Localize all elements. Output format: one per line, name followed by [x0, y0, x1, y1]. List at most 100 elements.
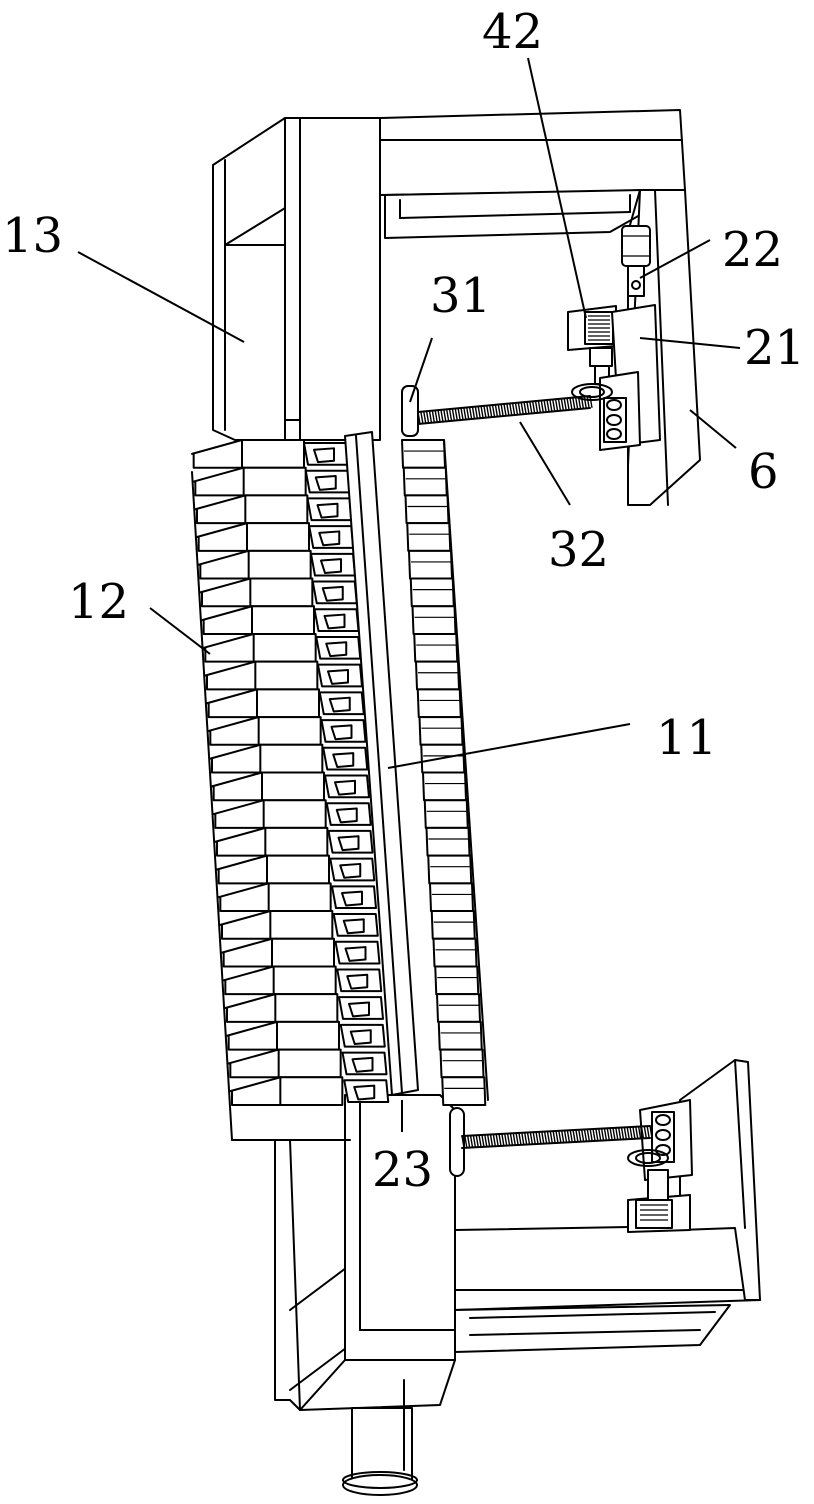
screw-thread	[420, 411, 424, 424]
screw-thread	[425, 411, 430, 424]
plate-tab-hole	[348, 1001, 370, 1018]
plate-tab-hole	[316, 502, 339, 519]
right-filter-plate	[422, 771, 467, 802]
screw-thread	[471, 406, 476, 419]
right-filter-plate	[439, 1048, 485, 1079]
reference-numerals: 42 22 13 31 21 6 32 12 11 23	[2, 4, 805, 1198]
screw-thread	[586, 1129, 591, 1142]
screw-thread	[563, 1130, 568, 1143]
screw-thread	[526, 1132, 531, 1145]
screw-thread	[504, 1133, 508, 1146]
right-filter-plate	[432, 937, 478, 968]
screw-thread	[577, 396, 582, 409]
screw-thread	[598, 1128, 602, 1141]
screw-thread	[501, 1133, 505, 1146]
screw-thread	[497, 404, 501, 417]
label-23: 23	[372, 1142, 433, 1198]
label-22: 22	[722, 222, 783, 278]
screw-thread	[543, 1131, 548, 1144]
screw-thread	[537, 400, 542, 413]
right-filter-plate	[436, 993, 481, 1023]
screw-thread	[478, 1134, 482, 1148]
screw-thread	[617, 1127, 622, 1140]
screw-thread	[475, 1135, 479, 1148]
screw-thread	[595, 1128, 599, 1141]
screw-thread	[535, 1131, 539, 1145]
right-filter-plate	[427, 854, 473, 885]
left-filter-plate	[196, 522, 310, 552]
screw-thread	[437, 410, 441, 423]
plate-tab-hole	[349, 1029, 372, 1046]
screw-thread	[609, 1128, 613, 1141]
left-filter-plate	[209, 743, 324, 774]
plate-tab-hole	[351, 1056, 374, 1073]
screw-thread	[454, 408, 458, 421]
screw-thread	[637, 1126, 642, 1139]
screw-thread	[434, 410, 438, 423]
right-filter-plate	[413, 632, 459, 663]
right-filter-plate	[430, 910, 476, 940]
screw-thread	[474, 406, 479, 419]
right-filter-plate	[406, 522, 452, 552]
screw-thread	[558, 1130, 562, 1143]
screw-thread	[575, 1129, 579, 1142]
filter-plate-stack	[191, 439, 489, 1141]
label-6: 6	[748, 444, 779, 500]
screw-thread	[552, 399, 556, 412]
right-filter-plate	[404, 494, 450, 525]
screw-thread	[491, 404, 496, 417]
label-42: 42	[482, 4, 543, 60]
upper-frame	[212, 109, 701, 506]
label-21: 21	[744, 320, 805, 376]
label-31: 31	[430, 268, 491, 324]
screw-thread	[451, 408, 456, 421]
screw-thread	[561, 1130, 565, 1143]
screw-thread	[509, 1133, 514, 1146]
screw-thread	[503, 403, 507, 416]
left-filter-plate	[224, 993, 339, 1023]
screw-thread	[464, 1135, 468, 1148]
label-32: 32	[548, 522, 609, 578]
screw-thread	[563, 398, 567, 411]
screw-thread	[481, 1134, 485, 1147]
right-filter-plate	[415, 660, 460, 691]
left-filter-plate	[219, 910, 334, 940]
screw-thread	[640, 1126, 645, 1139]
plate-tab-hole	[334, 779, 356, 796]
plate-tab-hole	[330, 724, 353, 741]
screw-thread	[428, 410, 433, 423]
screw-thread	[549, 399, 553, 412]
left-filter-plate	[227, 1048, 342, 1079]
screw-thread	[589, 395, 593, 408]
left-filter-plate	[192, 466, 307, 497]
screw-thread	[477, 406, 481, 419]
screw-thread	[469, 1135, 474, 1148]
right-filter-plate	[409, 577, 455, 608]
screw-thread	[580, 396, 585, 409]
left-filter-plate	[207, 716, 322, 746]
motor-coil-hatch	[588, 315, 610, 341]
right-filter-plate	[418, 716, 464, 746]
screw-thread	[534, 400, 539, 413]
left-filter-plate	[226, 1020, 340, 1051]
plate-tab-hole	[344, 946, 367, 962]
screw-thread	[523, 1132, 528, 1145]
screw-thread	[572, 1129, 576, 1143]
screw-thread	[483, 405, 487, 418]
leader-lines	[77, 57, 741, 1132]
left-filter-plate	[197, 549, 312, 580]
screw-thread	[592, 1128, 596, 1142]
left-filter-plate	[199, 577, 314, 608]
screw-thread	[615, 1127, 619, 1140]
screw-thread	[555, 1130, 559, 1144]
plate-tab-hole	[346, 973, 369, 990]
plate-tab-hole	[335, 807, 358, 824]
screw-thread	[495, 1134, 499, 1147]
screw-thread	[500, 404, 504, 417]
screw-thread	[623, 1127, 628, 1140]
screw-thread	[448, 408, 453, 421]
screw-thread	[543, 400, 547, 413]
screw-thread	[531, 401, 536, 414]
plate-tab-hole	[321, 585, 344, 602]
